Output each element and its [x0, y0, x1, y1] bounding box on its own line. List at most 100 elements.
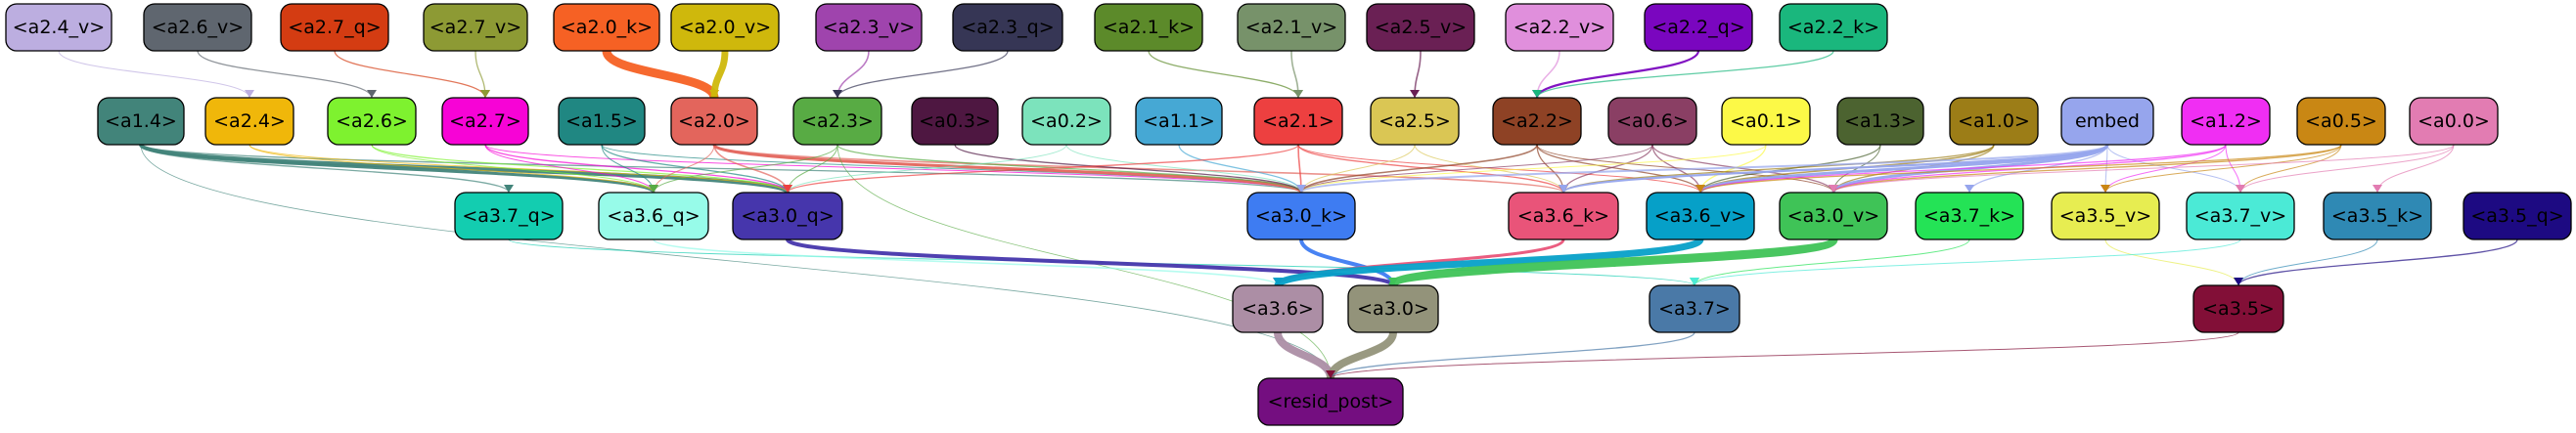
node-a0-1[interactable]: <a0.1> [1721, 97, 1811, 146]
node-a2-3-q[interactable]: <a2.3_q> [952, 3, 1063, 52]
edge-a3-6-q-to-a3-6 [653, 238, 1279, 286]
node-a3-6-v[interactable]: <a3.6_v> [1646, 192, 1755, 240]
node-label: <a1.1> [1143, 110, 1215, 132]
edge-a0-3-to-a3-0-k [954, 144, 1302, 194]
edge-a2-6-v-to-a2-6 [197, 50, 373, 99]
node-a2-1[interactable]: <a2.1> [1253, 97, 1343, 146]
edge-arrowhead [833, 90, 842, 98]
edge-a2-7-to-a3-0-k [484, 144, 1302, 194]
node-box [454, 192, 564, 240]
node-label: <a1.4> [105, 110, 177, 132]
node-label: <a0.2> [1030, 110, 1103, 132]
node-a1-0[interactable]: <a1.0> [1949, 97, 2039, 146]
node-a3-6-k[interactable]: <a3.6_k> [1508, 192, 1619, 240]
node-box [2186, 192, 2295, 240]
node-a0-5[interactable]: <a0.5> [2296, 97, 2386, 146]
node-box [558, 97, 646, 146]
node-label: <a2.7> [449, 110, 521, 132]
node-a2-3-v[interactable]: <a2.3_v> [815, 3, 923, 52]
node-box [327, 97, 417, 146]
node-a0-2[interactable]: <a0.2> [1021, 97, 1111, 146]
node-a1-5[interactable]: <a1.5> [558, 97, 646, 146]
node-embed[interactable]: embed [2060, 97, 2154, 146]
node-a0-0[interactable]: <a0.0> [2409, 97, 2499, 146]
node-label: <a2.2_k> [1787, 17, 1879, 38]
node-a2-6[interactable]: <a2.6> [327, 97, 417, 146]
edge-layer [58, 49, 2518, 379]
edge-arrowhead [245, 90, 254, 98]
node-a1-2[interactable]: <a1.2> [2181, 97, 2271, 146]
edge-a1-5-to-a3-0-q [601, 144, 789, 194]
node-a2-2-v[interactable]: <a2.2_v> [1505, 3, 1614, 52]
edge-arrowhead [1532, 90, 1542, 98]
node-label: <a2.5_v> [1375, 17, 1467, 38]
edge-a2-1-to-a3-6-k [1297, 144, 1564, 194]
node-a2-1-v[interactable]: <a2.1_v> [1237, 3, 1346, 52]
edge-a0-6-to-a3-0-k [1300, 144, 1653, 194]
node-a3-6-q[interactable]: <a3.6_q> [598, 192, 709, 240]
node-box [1649, 284, 1740, 333]
node-label: <a2.0> [678, 110, 750, 132]
node-a2-2[interactable]: <a2.2> [1492, 97, 1582, 146]
node-a2-7-v[interactable]: <a2.7_v> [423, 3, 528, 52]
node-a3-0[interactable]: <a3.0> [1347, 284, 1439, 333]
node-resid-post[interactable]: <resid_post> [1257, 377, 1404, 426]
node-a2-0-k[interactable]: <a2.0_k> [553, 3, 660, 52]
node-a3-0-k[interactable]: <a3.0_k> [1246, 192, 1356, 240]
node-a2-6-v[interactable]: <a2.6_v> [143, 3, 252, 52]
edge-a3-5-k-to-a3-5 [2237, 238, 2378, 286]
node-box [441, 97, 529, 146]
node-a2-1-k[interactable]: <a2.1_k> [1094, 3, 1203, 52]
node-a1-1[interactable]: <a1.1> [1135, 97, 1223, 146]
node-a2-7-q[interactable]: <a2.7_q> [280, 3, 389, 52]
node-box [143, 3, 252, 52]
node-box [1644, 3, 1753, 52]
node-box [2323, 192, 2432, 240]
node-a2-2-q[interactable]: <a2.2_q> [1644, 3, 1753, 52]
node-a2-3[interactable]: <a2.3> [792, 97, 882, 146]
node-box [1094, 3, 1203, 52]
node-a2-4-v[interactable]: <a2.4_v> [5, 3, 113, 52]
node-a3-5-v[interactable]: <a3.5_v> [2051, 192, 2160, 240]
edge-arrowhead [1296, 185, 1306, 193]
node-a3-7-q[interactable]: <a3.7_q> [454, 192, 564, 240]
node-label: <a3.5_v> [2059, 205, 2151, 227]
edge-a1-2-to-a3-5-v [2104, 144, 2227, 194]
node-a0-3[interactable]: <a0.3> [911, 97, 999, 146]
edge-arrowhead [709, 90, 719, 98]
node-label: <a0.6> [1616, 110, 1689, 132]
node-a2-7[interactable]: <a2.7> [441, 97, 529, 146]
node-a2-4[interactable]: <a2.4> [204, 97, 294, 146]
edge-a3-0-v-to-a3-0 [1388, 235, 1838, 290]
node-a3-0-q[interactable]: <a3.0_q> [732, 192, 843, 240]
edge-a2-6-to-a3-6-q [371, 144, 655, 194]
node-label: <a3.6_q> [607, 205, 700, 227]
node-a1-4[interactable]: <a1.4> [97, 97, 185, 146]
node-label: <a2.2_q> [1651, 17, 1744, 38]
node-box [2463, 192, 2572, 240]
node-a3-5-k[interactable]: <a3.5_k> [2323, 192, 2432, 240]
node-a2-0[interactable]: <a2.0> [670, 97, 758, 146]
edge-a1-0-to-a3-6-k [1562, 144, 1995, 194]
edge-arrowhead [649, 185, 658, 193]
edge-a3-5-to-resid-post [1330, 331, 2239, 379]
node-a3-6[interactable]: <a3.6> [1232, 284, 1324, 333]
node-a2-5[interactable]: <a2.5> [1370, 97, 1460, 146]
node-a1-3[interactable]: <a1.3> [1836, 97, 1924, 146]
node-a3-7-k[interactable]: <a3.7_k> [1915, 192, 2024, 240]
node-a2-2-k[interactable]: <a2.2_k> [1779, 3, 1888, 52]
edge-a3-5-v-to-a3-5 [2104, 238, 2239, 286]
edge-arrowhead [1273, 278, 1283, 285]
node-a3-0-v[interactable]: <a3.0_v> [1779, 192, 1888, 240]
node-a0-6[interactable]: <a0.6> [1607, 97, 1697, 146]
edge-a0-2-to-a3-0-q [787, 144, 1067, 194]
node-a3-5[interactable]: <a3.5> [2192, 284, 2284, 333]
edge-a0-5-to-a3-5-v [2104, 144, 2342, 194]
node-a3-5-q[interactable]: <a3.5_q> [2463, 192, 2572, 240]
node-box [2060, 97, 2154, 146]
node-a3-7[interactable]: <a3.7> [1649, 284, 1740, 333]
node-a2-5-v[interactable]: <a2.5_v> [1366, 3, 1475, 52]
edge-arrowhead [367, 90, 377, 98]
node-a3-7-v[interactable]: <a3.7_v> [2186, 192, 2295, 240]
node-a2-0-v[interactable]: <a2.0_v> [670, 3, 780, 52]
